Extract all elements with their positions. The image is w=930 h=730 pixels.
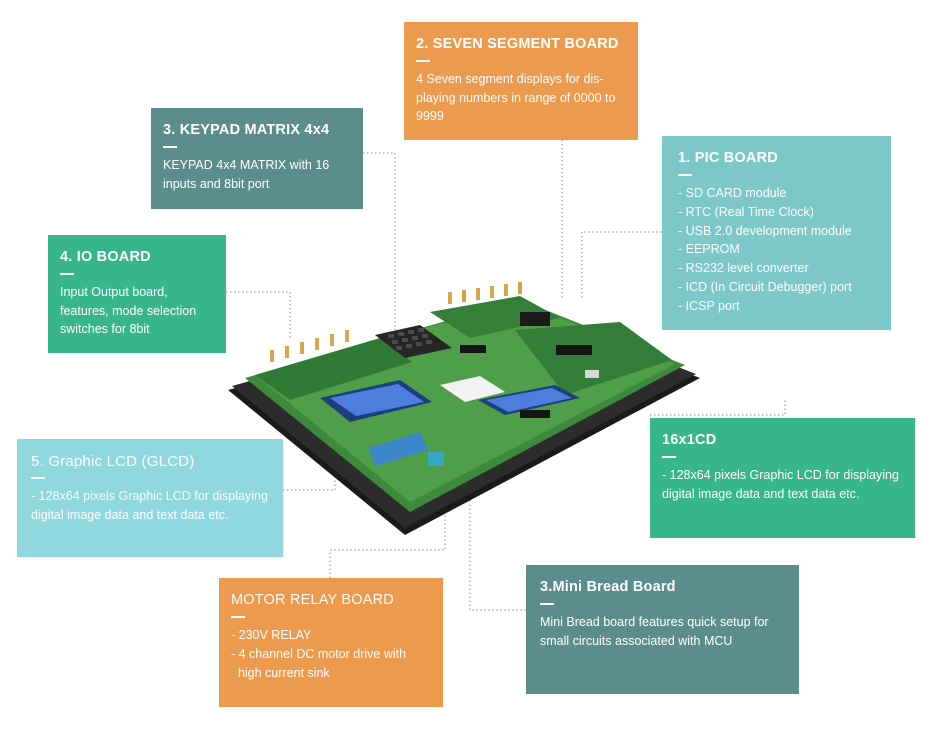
leader-bread — [469, 470, 526, 611]
list-item: - 230V RELAY — [231, 628, 312, 642]
lcd16-card: 16x1CD - 128x64 pixels Graphic LCD for d… — [650, 418, 915, 538]
io-board-desc: Input Output board, features, mode selec… — [60, 285, 197, 336]
leader-lcd16 — [650, 398, 786, 416]
seven-segment-title: 2. SEVEN SEGMENT BOARD — [416, 36, 619, 52]
leader-motor — [329, 470, 446, 578]
lcd16-screen — [486, 388, 572, 412]
ic-chip-2 — [460, 345, 486, 353]
pic-board-title: 1. PIC BOARD — [678, 150, 778, 166]
list-item: - 4 channel DC motor drive with — [231, 646, 407, 661]
seven-segment-card: 2. SEVEN SEGMENT BOARD 4 Seven segment d… — [404, 22, 638, 140]
keypad-desc: KEYPAD 4x4 MATRIX with 16 inputs and 8bi… — [163, 158, 330, 191]
glcd-screen — [330, 384, 424, 416]
title-underline — [31, 477, 45, 479]
pic-chip — [556, 345, 592, 355]
terminal-block — [368, 432, 428, 466]
top-potentiometers — [448, 282, 522, 304]
seven-segment-module — [430, 296, 560, 338]
leader-pic — [581, 231, 662, 300]
sd-card-slot — [585, 370, 599, 378]
list-item: - RS232 level converter — [678, 261, 809, 276]
seven-segment-display — [520, 312, 550, 326]
io-potentiometers — [270, 330, 349, 362]
ic-chip — [520, 410, 550, 418]
lcd16-desc: - 128x64 pixels Graphic LCD for displayi… — [662, 468, 899, 501]
glcd-title: 5. Graphic LCD (GLCD) — [31, 453, 195, 470]
bread-board-desc: Mini Bread board features quick setup fo… — [540, 615, 769, 648]
pic-board-list: - SD CARD module - RTC (Real Time Clock)… — [678, 184, 879, 316]
keypad-card: 3. KEYPAD MATRIX 4x4 KEYPAD 4x4 MATRIX w… — [151, 108, 363, 209]
title-underline — [540, 603, 554, 605]
seven-segment-desc: 4 Seven segment displays for dis-playing… — [416, 72, 616, 123]
io-board-title: 4. IO BOARD — [60, 249, 151, 265]
list-item: - EEPROM — [678, 242, 740, 257]
list-item: - RTC (Real Time Clock) — [678, 204, 814, 219]
list-item: - USB 2.0 development module — [678, 223, 852, 238]
io-board-card: 4. IO BOARD Input Output board, features… — [48, 235, 226, 353]
keypad-module — [375, 325, 452, 358]
title-underline — [678, 174, 692, 176]
title-underline — [231, 616, 245, 618]
leader-io — [226, 291, 291, 340]
leader-keypad — [363, 152, 396, 330]
title-underline — [163, 146, 177, 148]
title-underline — [662, 456, 676, 458]
title-underline — [416, 60, 430, 62]
motor-relay-card: MOTOR RELAY BOARD - 230V RELAY - 4 chann… — [219, 578, 443, 707]
keypad-title: 3. KEYPAD MATRIX 4x4 — [163, 122, 330, 138]
bread-board-title: 3.Mini Bread Board — [540, 579, 676, 595]
title-underline — [60, 273, 74, 275]
bread-board-card: 3.Mini Bread Board Mini Bread board feat… — [526, 565, 799, 694]
io-board-module — [255, 338, 412, 400]
mini-breadboard — [440, 376, 505, 402]
list-item: - SD CARD module — [678, 186, 787, 200]
list-item: - ICD (In Circuit Debugger) port — [678, 279, 852, 294]
relay — [428, 452, 444, 466]
pic-board-card: 1. PIC BOARD - SD CARD module - RTC (Rea… — [662, 136, 891, 330]
lcd16-title: 16x1CD — [662, 432, 717, 448]
glcd-card: 5. Graphic LCD (GLCD) - 128x64 pixels Gr… — [17, 439, 283, 557]
list-item: high current sink — [231, 665, 330, 680]
list-item: - ICSP port — [678, 298, 740, 313]
motor-relay-list: - 230V RELAY - 4 channel DC motor drive … — [231, 626, 431, 682]
glcd-desc: - 128x64 pixels Graphic LCD for displayi… — [31, 489, 268, 522]
pic-board-module — [515, 322, 672, 395]
motor-relay-title: MOTOR RELAY BOARD — [231, 592, 394, 608]
keypad-keys — [388, 328, 432, 350]
